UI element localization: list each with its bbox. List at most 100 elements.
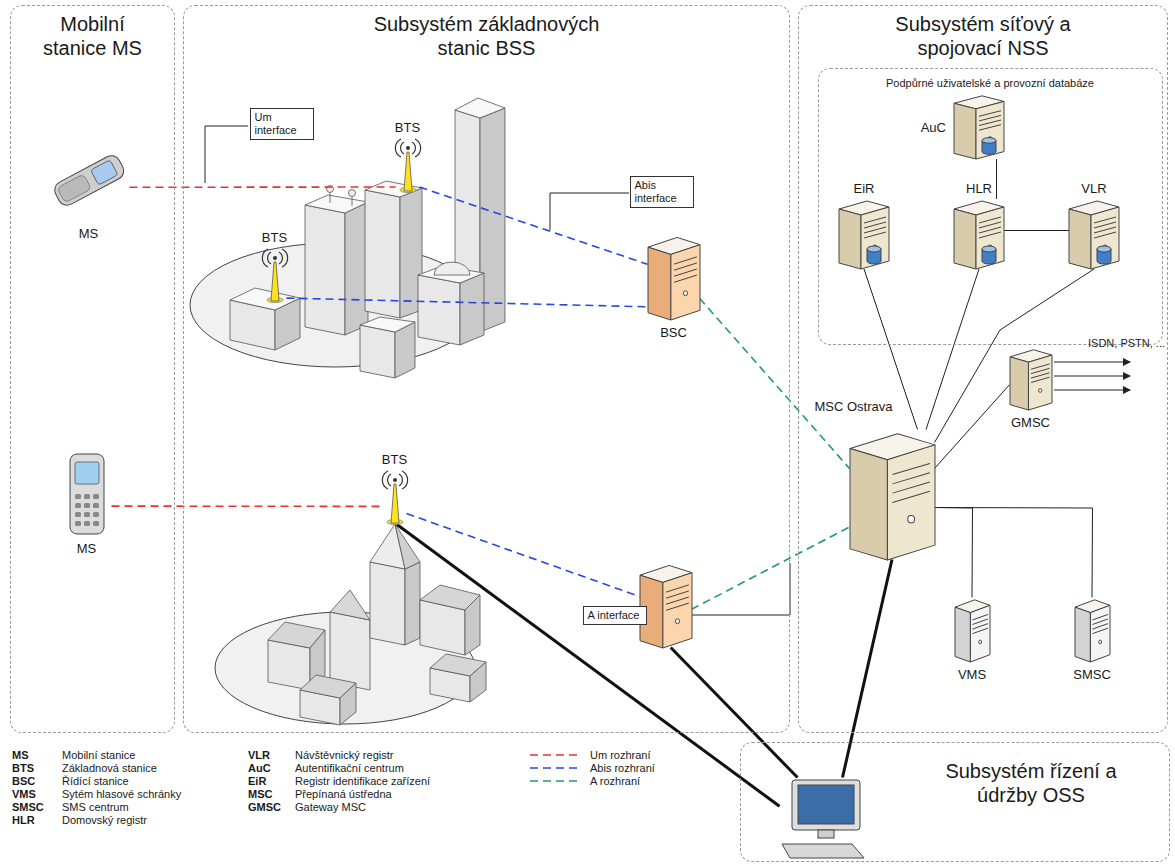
- interface-link: [130, 186, 396, 188]
- device-label: AuC: [919, 119, 948, 134]
- legend-abbreviation: BTS: [12, 762, 34, 775]
- interface-link: [420, 187, 648, 264]
- database-server: VLR: [1069, 199, 1119, 269]
- device-label: MS: [75, 541, 99, 556]
- legend-abbreviation: MSC: [248, 788, 272, 801]
- legend-description: Registr identifikace zařízení: [295, 775, 430, 788]
- device-label: VMS: [956, 667, 988, 682]
- legend-description: Domovský registr: [62, 814, 147, 827]
- legend-text: A rozhraní: [590, 775, 640, 788]
- legend-description: SMS centrum: [62, 801, 129, 814]
- device-label: BTS: [393, 120, 422, 135]
- region-title: Podpůrné uživatelské a provozní databáze: [819, 77, 1162, 90]
- database-server: AuC: [954, 94, 1004, 159]
- legend-abbreviation: VMS: [12, 788, 36, 801]
- legend-description: Gateway MSC: [295, 801, 366, 814]
- oss-terminal: [780, 778, 870, 860]
- server-icon: [1010, 348, 1052, 410]
- pstn-arrows: [1054, 362, 1130, 390]
- interface-link: [692, 527, 850, 609]
- callout-text: A interface: [588, 609, 642, 622]
- legend-abbreviation: MS: [12, 749, 29, 762]
- network-label: ISDN, PSTN, ...: [1088, 337, 1165, 350]
- base-station: BTS: [396, 138, 420, 193]
- region-title: Subsystém síťový a spojovací NSS: [881, 12, 1086, 60]
- subsystem-region: Subsystém základnových stanic BSS BTS BTS B…: [183, 5, 790, 733]
- device-label: SMSC: [1071, 667, 1113, 682]
- callout-text: Um interface: [255, 111, 309, 137]
- legend-description: Autentifikační centrum: [295, 762, 404, 775]
- management-link: [843, 560, 893, 778]
- device-label: HLR: [964, 181, 994, 196]
- server-icon: [648, 235, 700, 320]
- interface-link: [407, 514, 640, 597]
- network-link: [935, 269, 1095, 443]
- network-link: [935, 508, 973, 598]
- legend-description: Mobilní stanice: [62, 749, 135, 762]
- management-link: [671, 648, 798, 778]
- switching-center: MSC Ostrava: [850, 430, 935, 560]
- town-illustration: [215, 524, 486, 725]
- database-group: Podpůrné uživatelské a provozní databáze…: [818, 68, 1163, 345]
- mobile-station: MS: [62, 452, 112, 536]
- interface-link: [287, 298, 648, 307]
- network-link: [1004, 230, 1069, 231]
- device-label: BTS: [380, 452, 409, 467]
- leader-lines: [205, 126, 790, 615]
- mobile-phone: [62, 452, 112, 536]
- network-link: [926, 269, 979, 430]
- legend-description: Základnová stanice: [62, 762, 157, 775]
- device-label: GMSC: [1009, 415, 1052, 430]
- legend-description: Návštěvnický registr: [295, 749, 393, 762]
- server-icon: [954, 94, 1004, 159]
- server-icon: [850, 430, 935, 560]
- server-icon: [954, 199, 1004, 269]
- region-title: Subsystém základnových stanic BSS: [369, 12, 604, 60]
- database-server: HLR: [954, 199, 1004, 269]
- legend-description: Sytém hlasové schránky: [62, 788, 181, 801]
- legend-abbreviation: BSC: [12, 775, 35, 788]
- interface-link: [112, 505, 383, 507]
- legend-text: Abis rozhraní: [590, 762, 655, 775]
- callout-text: Abis interface: [635, 179, 689, 205]
- server-icon: [955, 598, 990, 662]
- bts-antenna: [383, 470, 407, 525]
- bts-antenna: [396, 138, 420, 193]
- server-icon: [1075, 598, 1110, 662]
- device-label: VLR: [1079, 181, 1108, 196]
- legend-abbreviation: SMSC: [12, 801, 44, 814]
- subsystem-region: Mobilní stanice MS MS MS: [10, 5, 175, 733]
- base-station-controller: BSC: [648, 235, 700, 320]
- device-label: BSC: [658, 325, 689, 340]
- interface-callout: Um interface: [250, 108, 314, 140]
- subsystem-region: Subsystém řízení a údržby OSS: [740, 742, 1170, 862]
- device-label: EiR: [852, 181, 877, 196]
- server-icon: [1069, 199, 1119, 269]
- database-server: EiR: [839, 199, 889, 269]
- legend-abbreviation: GMSC: [248, 801, 281, 814]
- gateway-server: GMSC: [1010, 348, 1052, 410]
- base-station-controller: [640, 563, 692, 648]
- bts-antenna: [263, 248, 287, 303]
- base-station: BTS: [383, 470, 407, 525]
- interface-link: [700, 298, 850, 468]
- region-title: Mobilní stanice MS: [35, 12, 150, 60]
- device-label: MSC Ostrava: [812, 399, 894, 414]
- subsystem-region: Subsystém síťový a spojovací NSS Podpůrné…: [798, 5, 1168, 733]
- server-icon: [640, 563, 692, 648]
- base-station: BTS: [263, 248, 287, 303]
- legend-abbreviation: AuC: [248, 762, 271, 775]
- network-link: [935, 508, 1093, 598]
- server-icon: [839, 199, 889, 269]
- network-link: [996, 159, 997, 199]
- legend-abbreviation: HLR: [12, 814, 35, 827]
- interface-callout: Abis interface: [630, 176, 694, 208]
- legend-text: Um rozhraní: [590, 749, 651, 762]
- legend-abbreviation: EiR: [248, 775, 266, 788]
- mobile-station: MS: [48, 150, 130, 210]
- legend-line-samples: [530, 755, 580, 781]
- computer-icon: [780, 778, 870, 860]
- management-link: [397, 525, 780, 807]
- device-label: BTS: [260, 230, 289, 245]
